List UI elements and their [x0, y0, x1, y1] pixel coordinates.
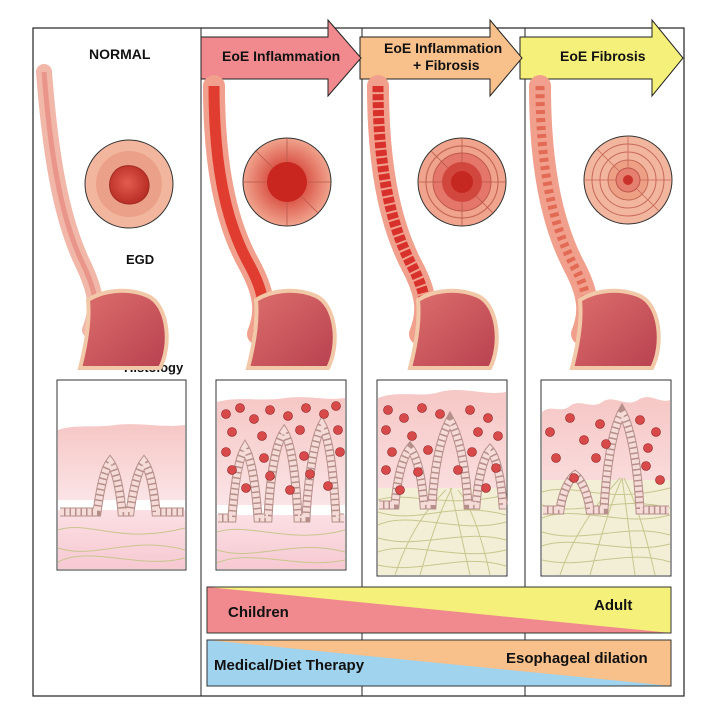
egd-view-inflammation — [242, 137, 332, 227]
egd-view-normal — [84, 139, 174, 229]
progression-arrows — [200, 18, 684, 98]
esophagus-normal — [36, 64, 169, 370]
histology-inflammation — [215, 379, 347, 571]
egd-label: EGD — [126, 252, 154, 267]
age-bar-adult-label: Adult — [594, 597, 632, 614]
title-normal: NORMAL — [89, 46, 151, 62]
esophagus-inflammation — [203, 75, 337, 370]
esophagus-inflammation-fibrosis — [367, 75, 499, 370]
outer-frame — [32, 27, 685, 697]
histology-fibrosis — [540, 379, 672, 577]
title-inflammation-fibrosis-line2: + Fibrosis — [413, 57, 480, 73]
egd-view-fibrosis — [583, 135, 673, 225]
therapy-bar-dilation-label: Esophageal dilation — [506, 650, 648, 667]
therapy-bar-medical-label: Medical/Diet Therapy — [214, 657, 365, 674]
title-inflammation: EoE Inflammation — [222, 48, 340, 64]
histology-normal — [56, 379, 187, 571]
title-inflammation-fibrosis-line1: EoE Inflammation — [384, 40, 502, 56]
esophagus-fibrosis — [529, 75, 661, 370]
histology-inflammation-fibrosis — [376, 379, 508, 577]
egd-view-inflammation-fibrosis — [417, 137, 507, 227]
title-fibrosis: EoE Fibrosis — [560, 48, 646, 64]
age-bar-children-label: Children — [228, 604, 289, 621]
age-bar: Children Adult — [206, 586, 672, 634]
therapy-bar: Medical/Diet Therapy Esophageal dilation — [206, 639, 672, 687]
